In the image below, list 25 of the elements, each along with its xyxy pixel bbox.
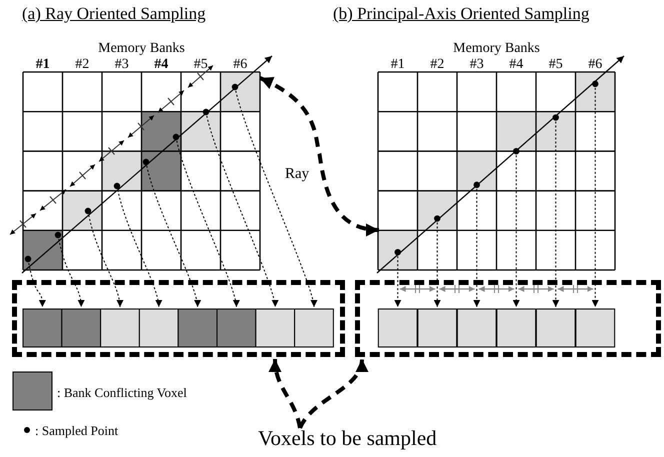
legend-text: : Sampled Point	[35, 424, 118, 437]
edge-label: Ray	[283, 166, 312, 183]
dashed-group-box	[355, 280, 661, 357]
bank-number: #3	[114, 58, 130, 72]
bank-number: #5	[548, 58, 564, 72]
legend-text: : Bank Conflicting Voxel	[57, 386, 187, 399]
curved-arrow	[269, 358, 302, 428]
dashed-group-box	[12, 280, 345, 357]
bank-number: #5	[192, 58, 209, 72]
bank-number: #6	[232, 58, 248, 72]
panel-title: (b) Principal-Axis Oriented Sampling	[333, 5, 590, 22]
curved-arrow	[259, 76, 380, 236]
bank-number: #1	[34, 58, 51, 72]
bank-number: #3	[468, 58, 485, 72]
bank-number: #4	[508, 58, 524, 72]
column-header: Memory Banks	[452, 42, 541, 56]
bank-number: #2	[74, 58, 90, 72]
bank-number: #1	[390, 58, 406, 72]
bank-number: #4	[153, 58, 170, 72]
bank-number: #6	[587, 58, 604, 72]
curved-arrow	[298, 358, 367, 429]
column-header: Memory Banks	[97, 42, 186, 56]
caption-text: Voxels to be sampled	[258, 426, 437, 450]
panel-title: (a) Ray Oriented Sampling	[22, 5, 206, 22]
bank-number: #2	[429, 58, 446, 72]
